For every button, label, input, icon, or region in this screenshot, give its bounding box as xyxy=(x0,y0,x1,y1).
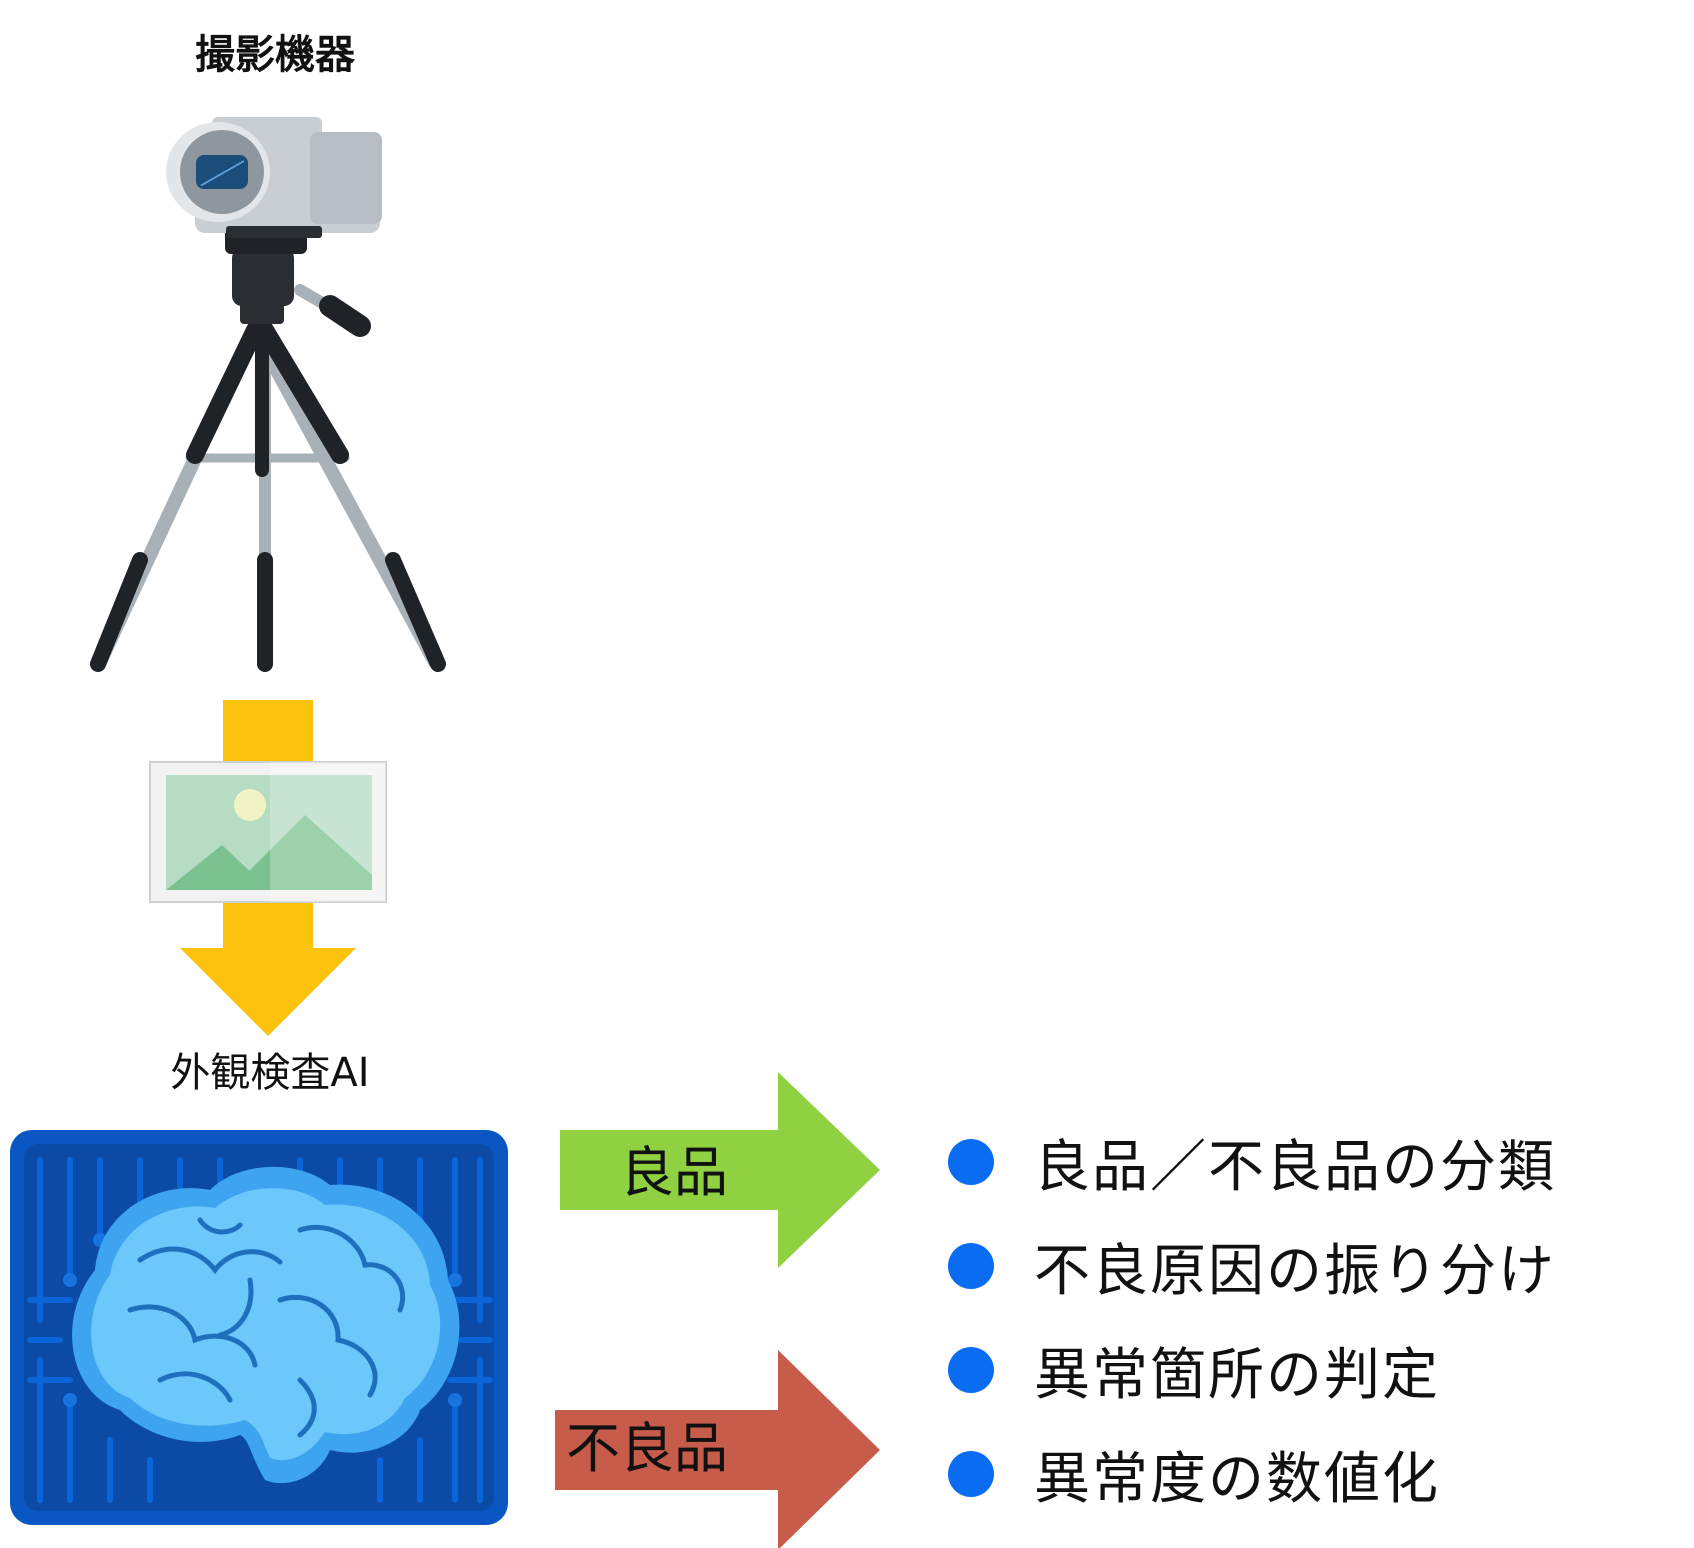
camera-title: 撮影機器 xyxy=(195,32,355,78)
bullet-dot-icon xyxy=(948,1347,994,1393)
feature-list: 良品／不良品の分類 不良原因の振り分け 異常箇所の判定 異常度の数値化 xyxy=(948,1110,1556,1526)
list-item: 良品／不良品の分類 xyxy=(948,1110,1556,1214)
bullet-dot-icon xyxy=(948,1139,994,1185)
feature-text: 不良原因の振り分け xyxy=(1034,1238,1556,1304)
good-label: 良品 xyxy=(620,1141,728,1204)
feature-text: 異常箇所の判定 xyxy=(1034,1342,1440,1408)
list-item: 異常度の数値化 xyxy=(948,1422,1556,1526)
feature-text: 異常度の数値化 xyxy=(1034,1446,1440,1512)
bad-arrow xyxy=(555,1350,880,1548)
bullet-dot-icon xyxy=(948,1451,994,1497)
ai-title: 外観検査AI xyxy=(170,1050,370,1096)
list-item: 異常箇所の判定 xyxy=(948,1318,1556,1422)
bad-label: 不良品 xyxy=(566,1417,728,1480)
good-arrow xyxy=(560,1072,880,1268)
list-item: 不良原因の振り分け xyxy=(948,1214,1556,1318)
bullet-dot-icon xyxy=(948,1243,994,1289)
feature-text: 良品／不良品の分類 xyxy=(1034,1134,1556,1200)
